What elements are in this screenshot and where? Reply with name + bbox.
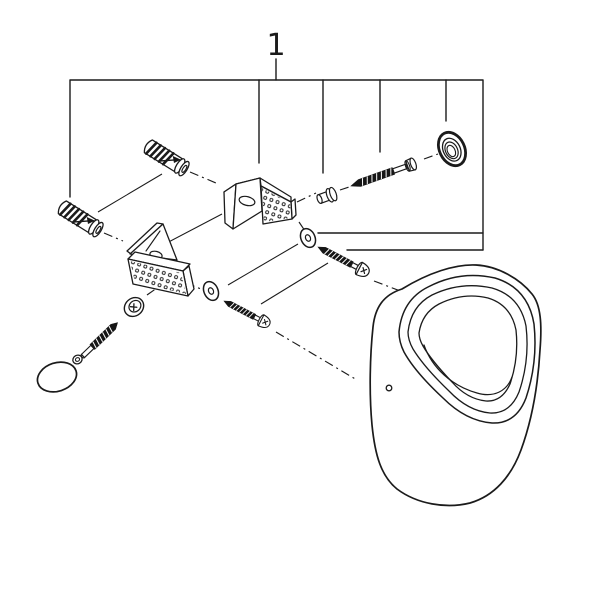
plug-ribs	[144, 141, 175, 166]
washer-lower	[202, 280, 220, 302]
wall-bracket-upper	[223, 177, 297, 230]
insert-direction-arrow	[73, 217, 95, 224]
insert-direction-arrow	[159, 156, 181, 163]
urinal-bowl	[369, 264, 542, 507]
oval-cover-cap	[36, 361, 78, 393]
bracket-pad-knurl	[262, 188, 291, 222]
screw-head	[257, 314, 271, 329]
mounting-screw-center	[223, 300, 271, 329]
screw-shank	[80, 344, 95, 359]
urinal-rim-middle	[407, 285, 528, 414]
screw-threads	[317, 246, 354, 268]
item-number-label: 1	[266, 28, 285, 63]
screw-threads	[223, 300, 257, 320]
washer-upper	[299, 227, 317, 249]
spacer-bushing	[316, 186, 338, 204]
mounting-screw-right	[317, 246, 370, 278]
cover-ring	[436, 130, 468, 168]
mounting-screw-bottom	[80, 322, 118, 359]
wall-bracket-lower	[126, 222, 195, 297]
bracket-gusset-line	[145, 230, 161, 252]
plug-ribs	[58, 202, 89, 227]
hex-nut	[72, 354, 83, 365]
bracket-slot	[238, 195, 256, 207]
mounting-screw-top	[350, 157, 418, 187]
cross-recess	[360, 267, 368, 275]
screw-head	[355, 261, 370, 278]
urinal-basin-line	[423, 344, 513, 396]
cross-recess	[129, 303, 138, 312]
callout-bracket: 1	[69, 28, 484, 251]
dome-cap	[123, 296, 145, 318]
urinal-mount-hole	[385, 384, 393, 392]
urinal-rim-outer	[398, 274, 536, 424]
cross-recess	[262, 319, 269, 326]
callout-frame	[69, 79, 484, 251]
bracket-pad-knurl	[130, 261, 186, 294]
screw-shank	[392, 163, 408, 174]
bracket-plate	[232, 177, 263, 230]
wall-plug-upper	[143, 139, 190, 177]
wall-plug-lower	[57, 200, 104, 238]
